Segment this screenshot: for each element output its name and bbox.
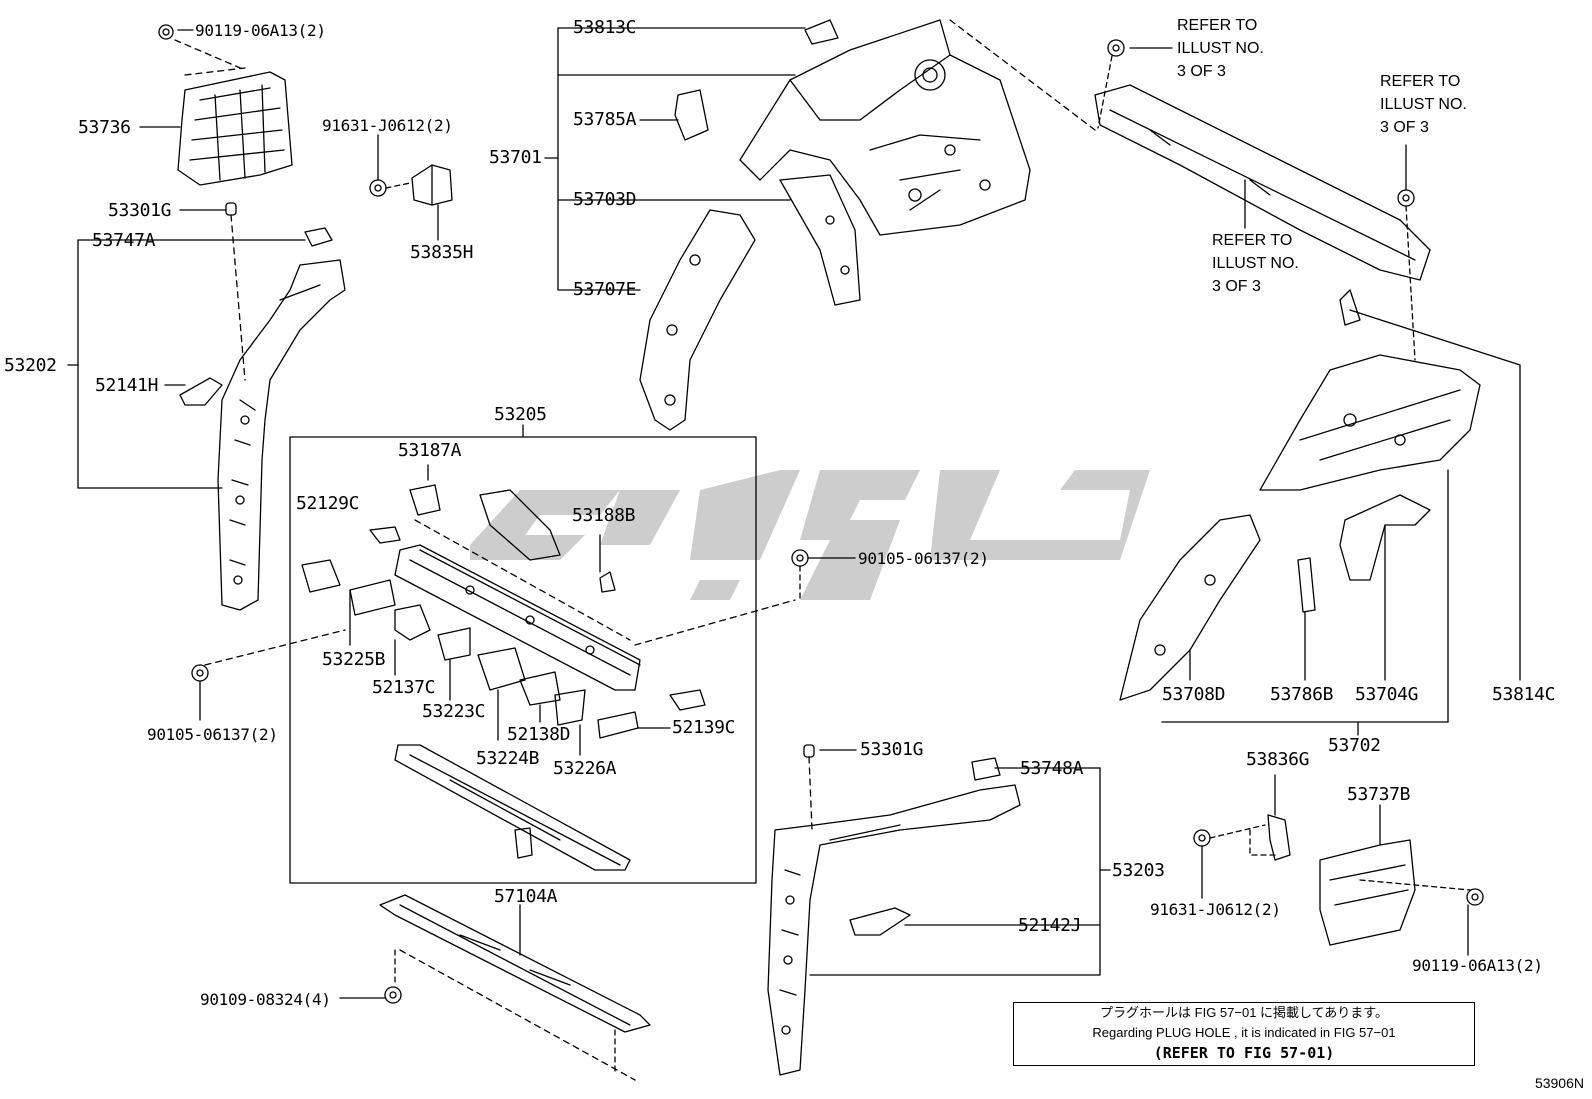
part-53205: [191, 484, 809, 871]
label-53224B: 53224B: [476, 748, 540, 769]
label-53737B: 53737B: [1347, 784, 1411, 805]
part-53701: [639, 19, 1096, 431]
label-52138D: 52138D: [507, 724, 571, 745]
part-53702: [1094, 39, 1481, 701]
label-53188B: 53188B: [572, 505, 636, 526]
label-53736: 53736: [78, 117, 131, 138]
watermark-logo: [470, 470, 1150, 600]
label-53301G-right: 53301G: [860, 739, 924, 760]
refer-note-middle: REFER TO ILLUST NO. 3 OF 3: [1212, 232, 1299, 295]
label-52141H: 52141H: [95, 375, 159, 396]
label-53747A: 53747A: [92, 230, 156, 251]
label-90105-06137-left: 90105-06137(2): [147, 725, 278, 744]
part-57104A: [379, 894, 651, 1081]
part-53736: [158, 24, 293, 186]
label-53223C: 53223C: [422, 701, 486, 722]
label-53202: 53202: [4, 355, 57, 376]
part-53836G: [1193, 814, 1291, 861]
label-53203: 53203: [1112, 860, 1165, 881]
label-53814C: 53814C: [1492, 684, 1556, 705]
label-90105-06137-right: 90105-06137(2): [858, 549, 989, 568]
label-52142J: 52142J: [1018, 915, 1082, 936]
note-english: Regarding PLUG HOLE , it is indicated in…: [1092, 1025, 1396, 1040]
figure-id: 53906N: [1534, 1075, 1584, 1091]
label-52137C: 52137C: [372, 677, 436, 698]
label-91631-J0612-right: 91631-J0612(2): [1150, 900, 1281, 919]
part-53737B: [1319, 839, 1484, 946]
label-53836G: 53836G: [1246, 749, 1310, 770]
label-91631-J0612-left: 91631-J0612(2): [322, 116, 453, 135]
plug-hole-note: プラグホールは FIG 57−01 に掲載してあります。 Regarding P…: [1013, 1002, 1475, 1066]
label-90119-06A13-bottom: 90119-06A13(2): [1412, 956, 1543, 975]
note-japanese: プラグホールは FIG 57−01 に掲載してあります。: [1100, 1005, 1388, 1020]
label-53707E: 53707E: [573, 279, 637, 300]
refer-note-right: REFER TO ILLUST NO. 3 OF 3: [1380, 73, 1467, 136]
label-90109-08324: 90109-08324(4): [200, 990, 331, 1009]
label-53704G: 53704G: [1355, 684, 1419, 705]
label-53748A: 53748A: [1020, 758, 1084, 779]
label-53205: 53205: [494, 404, 547, 425]
note-refer: (REFER TO FIG 57-01): [1153, 1044, 1335, 1062]
label-57104A: 57104A: [494, 886, 558, 907]
label-53702: 53702: [1328, 735, 1381, 756]
label-53225B: 53225B: [322, 649, 386, 670]
label-53703D: 53703D: [573, 189, 637, 210]
label-53785A: 53785A: [573, 109, 637, 130]
label-53701: 53701: [489, 147, 542, 168]
refer-note-top: REFER TO ILLUST NO. 3 OF 3: [1177, 17, 1264, 80]
label-53187A: 53187A: [398, 440, 462, 461]
part-53835H: [369, 164, 453, 206]
part-53203: [767, 744, 1021, 1076]
label-52139C: 52139C: [672, 717, 736, 738]
label-52129C: 52129C: [296, 493, 360, 514]
label-53226A: 53226A: [553, 758, 617, 779]
label-53301G-left: 53301G: [108, 200, 172, 221]
label-53708D: 53708D: [1162, 684, 1226, 705]
part-53202: [179, 202, 346, 611]
label-53786B: 53786B: [1270, 684, 1334, 705]
label-90119-06A13-top: 90119-06A13(2): [195, 21, 326, 40]
label-53835H: 53835H: [410, 242, 474, 263]
label-53813C: 53813C: [573, 17, 637, 38]
